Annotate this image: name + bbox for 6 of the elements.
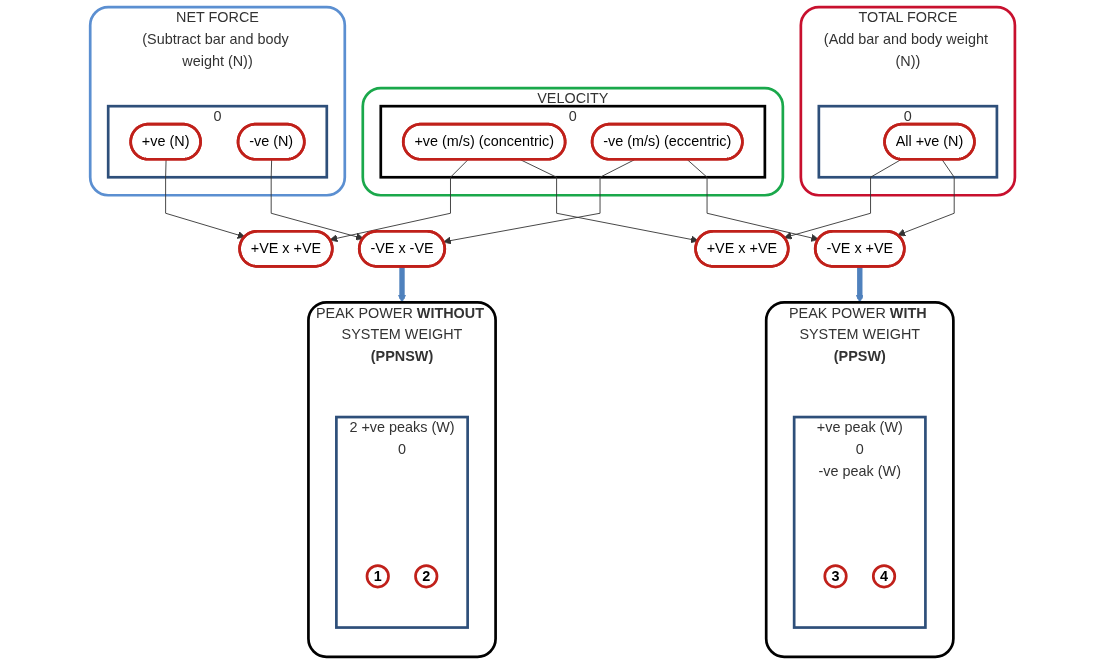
node-circle: 3 [823, 564, 848, 589]
arrow [855, 266, 864, 303]
node-circle: 4 [871, 564, 897, 589]
node-circle: 2 [414, 564, 439, 589]
node-circle: 1 [365, 564, 390, 589]
arrow [398, 266, 406, 303]
